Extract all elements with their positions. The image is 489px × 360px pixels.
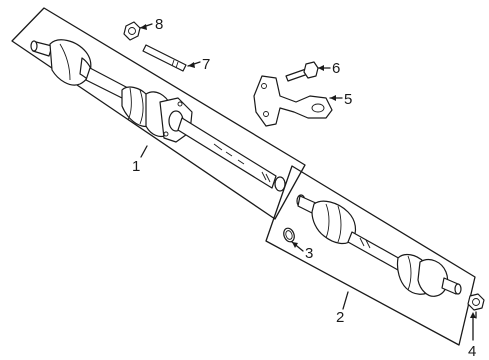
leader-arrowheads: [140, 24, 476, 318]
axle-2-group-box: [265, 165, 476, 346]
callout-8: 8: [155, 16, 163, 33]
callout-7: 7: [202, 56, 210, 73]
axle-shaft-assembly-2: [296, 194, 462, 297]
axle-shaft-assembly-1: [30, 39, 286, 192]
seal-ring-3: [283, 227, 295, 243]
bearing-bracket-5: [253, 75, 333, 127]
callout-1: 1: [132, 158, 140, 175]
hub-nut-4: [467, 293, 485, 311]
callout-3: 3: [305, 245, 313, 262]
nut-8: [123, 21, 141, 41]
axle-1-group-box: [11, 7, 306, 220]
callout-2: 2: [336, 309, 344, 326]
callout-5: 5: [344, 91, 352, 108]
stud-bolt-7: [142, 44, 187, 72]
callout-4: 4: [468, 343, 476, 360]
bolt-6: [285, 61, 319, 82]
callout-6: 6: [332, 60, 340, 77]
